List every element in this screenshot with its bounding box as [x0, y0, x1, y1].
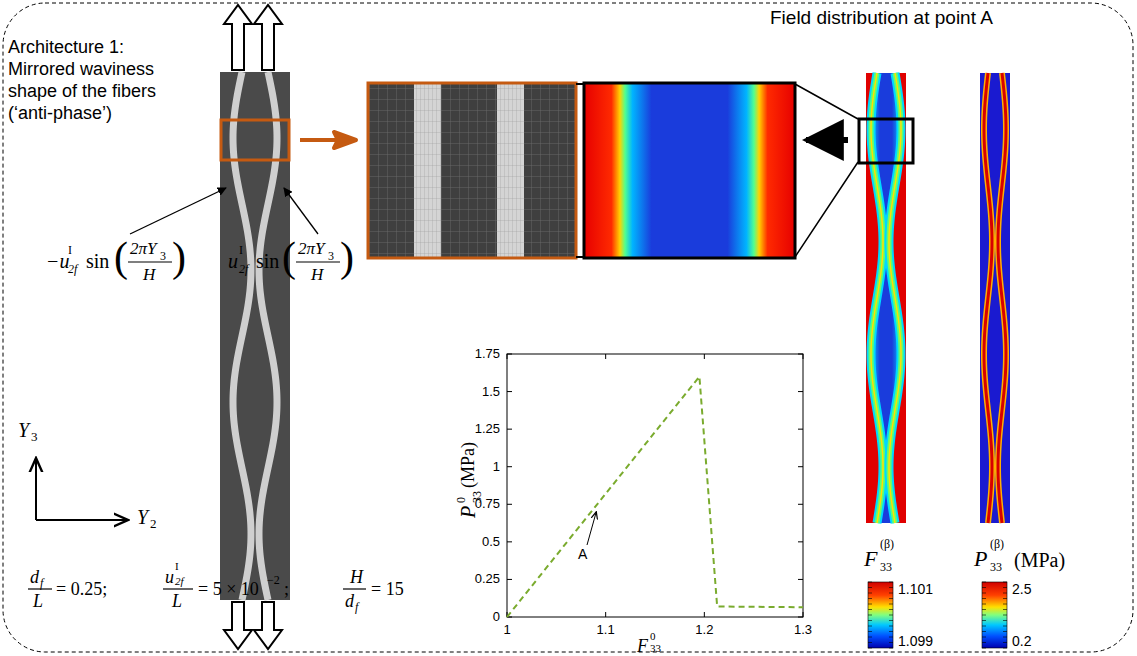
- stress-strain-chart: [507, 354, 803, 617]
- tick-label: 1.2: [695, 623, 713, 636]
- colorbar-value: 0.2: [1012, 634, 1031, 648]
- waviness-formula: I: [239, 244, 243, 256]
- tick-label: 1.25: [475, 422, 500, 435]
- waviness-formula: sin: [256, 251, 279, 271]
- architecture-note: Mirrored waviness: [8, 60, 154, 78]
- chart-axis-title: 33: [650, 643, 661, 654]
- colorbar: [982, 582, 1007, 648]
- architecture-note: Architecture 1:: [8, 38, 124, 56]
- waviness-formula: H: [311, 266, 323, 283]
- parameter-formula: f: [355, 601, 358, 613]
- architecture-note: (‘anti-phase’): [8, 104, 112, 122]
- parameter-formula: u: [165, 568, 174, 586]
- field-lobe: [871, 73, 901, 523]
- parameter-formula: = 15: [371, 580, 404, 598]
- parameter-formula: L: [33, 592, 43, 610]
- waviness-formula: H: [143, 266, 155, 283]
- point-label: A: [578, 547, 587, 561]
- coordinate-axes: [36, 458, 128, 520]
- waviness-formula: 2πY: [130, 240, 156, 257]
- chart-axis-title: 0: [650, 631, 656, 642]
- axis-label: Y: [137, 507, 148, 527]
- f33-field-strip: [866, 73, 906, 523]
- colorbar-ticks: [868, 582, 1007, 648]
- colorbar-value: 2.5: [1012, 582, 1031, 596]
- p33-field-strip: [980, 73, 1010, 523]
- parameter-formula: d: [30, 568, 39, 586]
- waviness-formula: I: [68, 244, 72, 256]
- field-zoom: [584, 83, 858, 258]
- zoom-window: [221, 120, 289, 160]
- waviness-formula: (: [282, 236, 296, 278]
- zoom-arrow: [300, 132, 356, 148]
- chart-axis-title: F: [637, 637, 648, 655]
- fiber: [259, 72, 277, 600]
- parameter-formula: d: [345, 592, 354, 610]
- tick-label: 0: [493, 610, 500, 623]
- waviness-formula: sin: [86, 251, 109, 271]
- colorbar-title: F: [864, 548, 877, 570]
- parameter-formula: f: [40, 577, 43, 589]
- parameter-formula: H: [350, 568, 363, 586]
- formula-pointers: [130, 188, 318, 234]
- chart-axis-title: 33: [471, 491, 483, 503]
- colorbar-value: 1.101: [898, 582, 933, 596]
- waviness-formula: 3: [160, 250, 166, 262]
- waviness-formula: ): [172, 236, 186, 278]
- colorbar-title: 33: [880, 561, 892, 573]
- load-arrows: [224, 5, 282, 649]
- colorbar-title: (β): [880, 538, 894, 550]
- waviness-formula: 3: [328, 250, 334, 262]
- fraction-bars: [28, 262, 366, 589]
- parameter-formula: = 0.25;: [56, 580, 107, 598]
- chart-axis-title: (MPa): [459, 442, 477, 488]
- parameter-formula: 2f: [175, 576, 184, 587]
- colorbar-title: 33: [990, 561, 1002, 573]
- panel-heading: Field distribution at point A: [770, 8, 993, 27]
- mesh-zoom: [368, 83, 576, 258]
- waviness-formula: (: [114, 236, 128, 278]
- tick-label: 1.3: [794, 623, 812, 636]
- parameter-formula: L: [172, 592, 182, 610]
- colorbar-title: P: [974, 548, 987, 570]
- point-pointer: [587, 512, 596, 545]
- architecture-note: shape of the fibers: [8, 82, 156, 100]
- colorbar-title: (β): [990, 538, 1004, 550]
- chart-axis-title: 0: [455, 497, 467, 503]
- tick-label: 0.25: [475, 572, 500, 585]
- waviness-formula: 2πY: [298, 240, 324, 257]
- tick-label: 1: [503, 623, 510, 636]
- parameter-formula: = 5 × 10: [198, 580, 259, 598]
- chart-axis-title: P: [458, 506, 478, 518]
- tick-label: 1.5: [482, 385, 500, 398]
- axis-label: 2: [150, 517, 157, 530]
- fiber: [233, 72, 251, 600]
- specimen-body: [220, 72, 290, 600]
- waviness-formula: ): [340, 236, 354, 278]
- specimen-fibers: [233, 72, 277, 600]
- field-window: [859, 119, 913, 163]
- axis-label: 3: [31, 430, 38, 443]
- waviness-formula: 2f: [68, 263, 77, 275]
- waviness-formula: 2f: [239, 263, 248, 275]
- dashed-frame: [3, 3, 1133, 652]
- tick-label: 1.1: [597, 623, 615, 636]
- colorbar: [868, 582, 893, 648]
- tick-label: 1.75: [475, 347, 500, 360]
- axis-label: Y: [18, 420, 29, 440]
- waviness-formula: u: [228, 251, 238, 271]
- parameter-formula: ;: [284, 580, 289, 598]
- response-curve: [507, 377, 803, 617]
- colorbar-value: 1.099: [898, 634, 933, 648]
- tick-label: 0.5: [482, 535, 500, 548]
- back-arrow: [806, 137, 848, 143]
- tick-label: 1: [493, 460, 500, 473]
- waviness-formula: −u: [46, 251, 70, 271]
- parameter-formula: I: [175, 561, 179, 572]
- colorbar-title: (MPa): [1014, 550, 1065, 570]
- parameter-formula: −2: [267, 574, 280, 586]
